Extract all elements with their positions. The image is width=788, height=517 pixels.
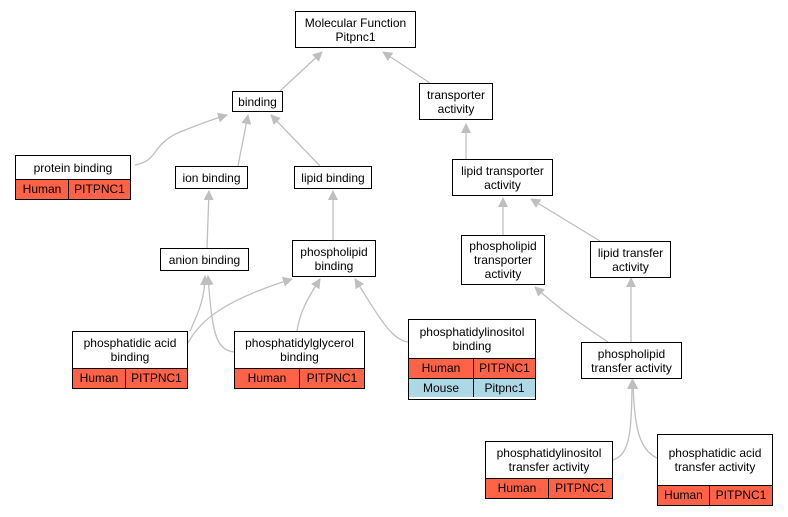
node-molecular-function[interactable]: Molecular Function Pitpnc1 [295, 11, 416, 48]
edge-pg-binding-to-phospholipid-binding [296, 278, 321, 332]
node-phospholipid-transporter-activity[interactable]: phospholipid transporter activity [461, 235, 545, 285]
node-label: acid transfer [674, 446, 762, 474]
node-phosphatidylglycerol-binding[interactable]: phosphatidylglycerol binding Human PITPN… [234, 331, 365, 389]
edge-pi-binding-to-phospholipid-binding [354, 278, 409, 343]
gene-cell: Pitpnc1 [473, 379, 535, 397]
gene-cell: PITPNC1 [299, 369, 364, 388]
edge-ion-binding-to-binding [237, 114, 252, 167]
node-phosphatidic-acid-binding[interactable]: phosphatidic acid binding Human PITPNC1 [72, 331, 188, 389]
node-label: binding [280, 350, 319, 364]
node-label: anion binding [168, 252, 241, 267]
species-cell: Human [409, 359, 473, 378]
gene-cell: PITPNC1 [709, 486, 772, 505]
node-phosphatidylinositol-binding[interactable]: phosphatidylinositol binding Human PITPN… [408, 319, 536, 400]
node-label: lipid transporter [461, 163, 544, 178]
node-binding[interactable]: binding [232, 91, 283, 112]
gene-cell: PITPNC1 [548, 479, 612, 498]
annotation-row-human: Human PITPNC1 [235, 369, 364, 388]
edge-pg-binding-to-anion-binding [203, 275, 235, 353]
node-label: transporter [473, 253, 532, 267]
node-label: phospholipid [597, 346, 666, 361]
node-label: lipid binding [301, 170, 365, 185]
edge-lipid-binding-to-binding [270, 114, 321, 167]
edge-pa-binding-to-phospholipid-binding [187, 276, 293, 344]
node-phosphatidylinositol-transfer-activity[interactable]: phosphatidylinositol transfer activity H… [485, 441, 613, 499]
node-ion-binding[interactable]: ion binding [175, 166, 248, 189]
edge-binding-to-mf [279, 51, 323, 92]
node-label: activity [484, 177, 521, 192]
node-phosphatidic-acid-transfer-activity[interactable]: phosphatidic acid transfer activity Huma… [657, 434, 773, 506]
gene-cell: PITPNC1 [68, 180, 130, 199]
annotation-row-human: Human PITPNC1 [73, 369, 187, 388]
node-label: phosphatidylinositol [496, 446, 602, 460]
node-lipid-binding[interactable]: lipid binding [294, 166, 372, 189]
node-label: activity [484, 267, 522, 281]
node-lipid-transfer-activity[interactable]: lipid transfer activity [590, 241, 671, 278]
node-label: Pitpnc1 [335, 29, 376, 44]
annotation-row-human: Human PITPNC1 [16, 180, 130, 199]
edge-lipid-transfer-to-lipid-transporter [530, 198, 601, 242]
node-label: Molecular Function [304, 15, 407, 30]
node-label: phosphatidic [668, 446, 737, 460]
species-cell: Human [73, 369, 125, 388]
node-label: protein binding [33, 160, 113, 175]
node-label: phospholipid [469, 239, 537, 253]
node-label: phospholipid [300, 244, 368, 259]
edge-transporter-to-mf [382, 51, 431, 84]
node-label: lipid transfer [597, 245, 664, 260]
node-phospholipid-binding[interactable]: phospholipid binding [292, 240, 376, 277]
edge-anion-binding-to-ion-binding [203, 190, 214, 249]
edge-protein-binding-to-binding [134, 112, 228, 166]
node-label: ion binding [182, 170, 241, 185]
node-label: acid binding [110, 336, 177, 364]
node-label: transporter [426, 87, 486, 102]
annotation-row-human: Human PITPNC1 [658, 486, 772, 505]
edge-phospholipid-transfer-to-phospholipid-transporter [534, 286, 609, 343]
node-lipid-transporter-activity[interactable]: lipid transporter activity [452, 159, 553, 196]
node-label: phosphatidylinositol [419, 325, 525, 339]
species-cell: Human [658, 486, 709, 505]
node-anion-binding[interactable]: anion binding [160, 248, 249, 271]
node-label: phosphatidic [83, 336, 152, 350]
node-label: activity [437, 101, 475, 116]
node-label: activity [718, 460, 756, 474]
edge-pi-transfer-to-phospholipid-transfer [612, 379, 637, 461]
annotation-row-human: Human PITPNC1 [486, 479, 612, 498]
node-phospholipid-transfer-activity[interactable]: phospholipid transfer activity [581, 342, 682, 379]
node-label: phosphatidylglycerol [245, 336, 354, 350]
node-label: binding [238, 94, 277, 109]
node-label: transfer activity [591, 360, 672, 375]
gene-cell: PITPNC1 [125, 369, 187, 388]
node-label: transfer activity [508, 460, 590, 474]
gene-cell: PITPNC1 [473, 359, 535, 378]
species-cell: Mouse [409, 379, 473, 397]
annotation-row-mouse: Mouse Pitpnc1 [409, 378, 535, 397]
node-label: binding [314, 258, 354, 273]
species-cell: Human [235, 369, 299, 388]
species-cell: Human [486, 479, 548, 498]
annotation-row-human: Human PITPNC1 [409, 359, 535, 378]
node-transporter-activity[interactable]: transporter activity [419, 83, 493, 120]
edge-pa-transfer-to-phospholipid-transfer [628, 379, 658, 459]
node-protein-binding[interactable]: protein binding Human PITPNC1 [15, 155, 131, 200]
node-label: activity [612, 259, 649, 274]
node-label: binding [452, 339, 492, 353]
species-cell: Human [16, 180, 68, 199]
